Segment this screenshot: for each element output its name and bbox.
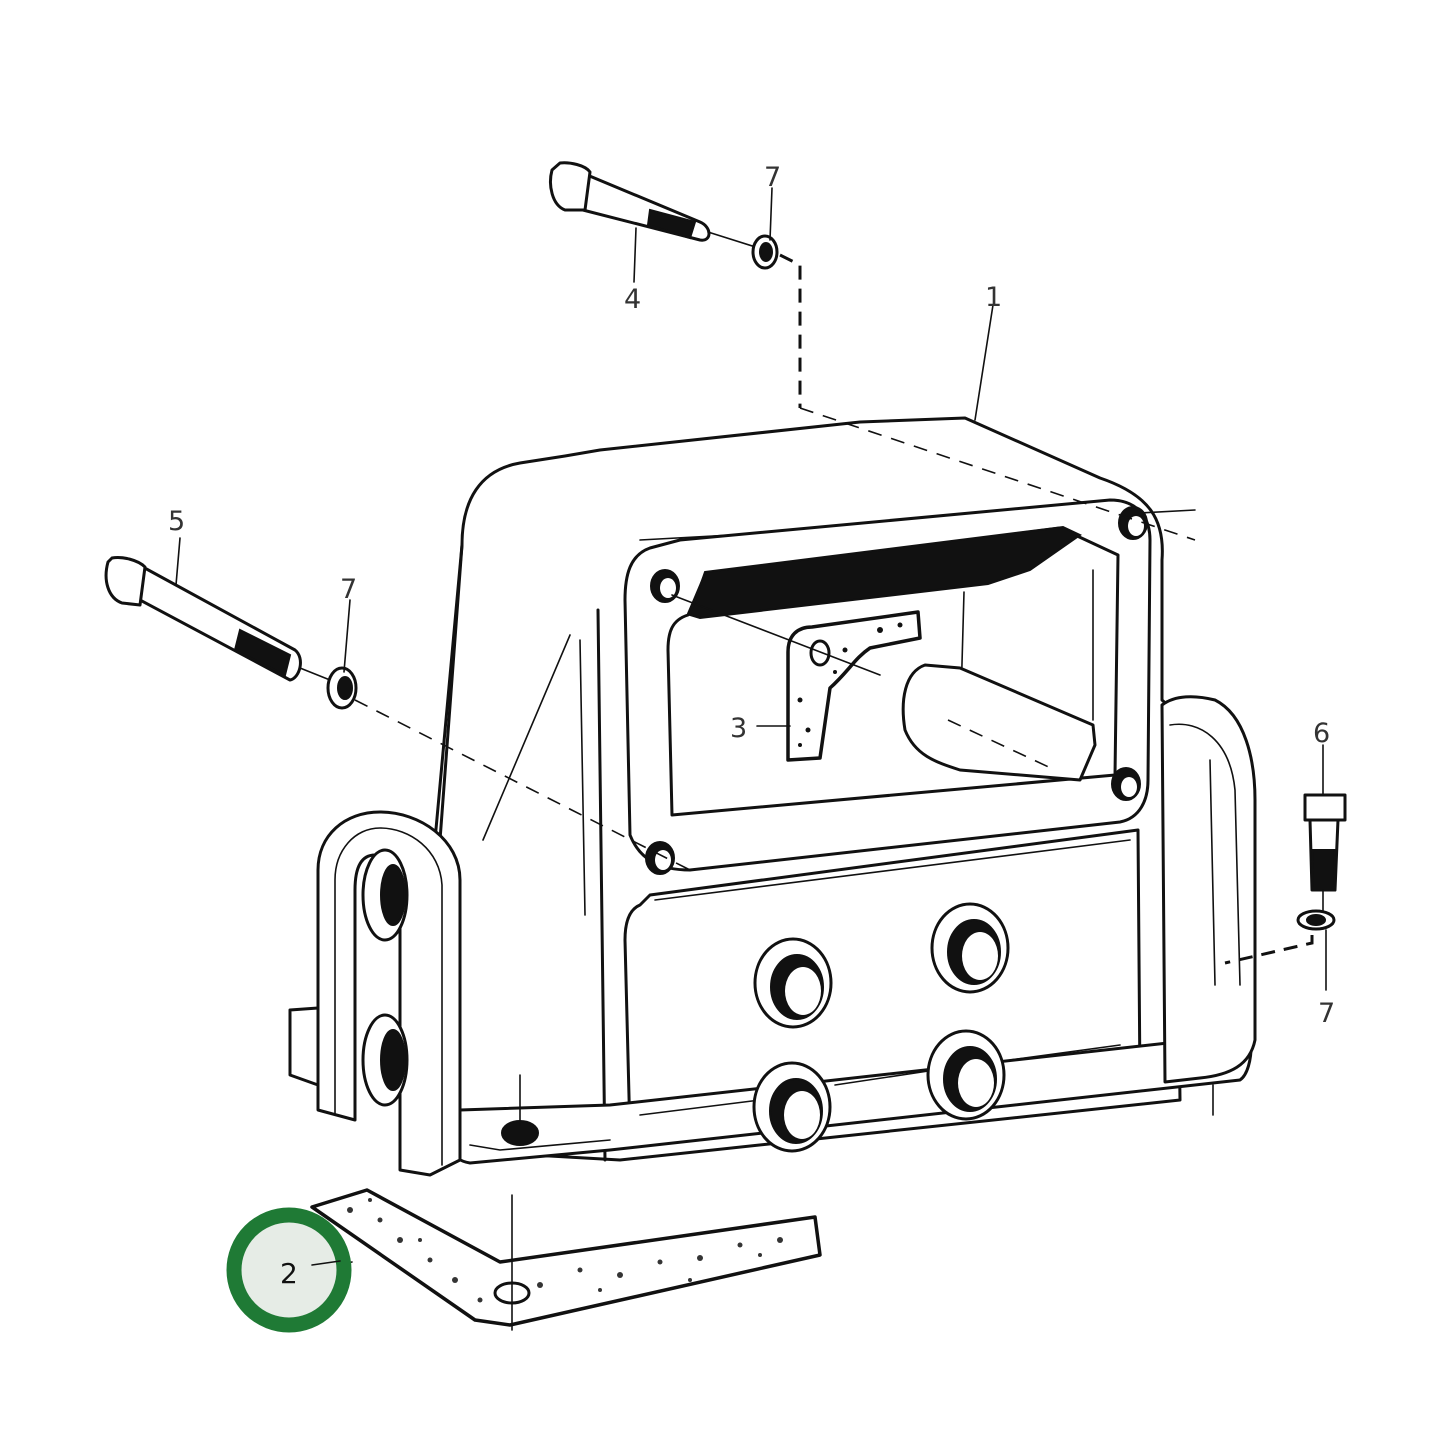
port-boss-lower-right	[926, 1029, 1006, 1121]
callout-4: 4	[624, 284, 641, 315]
callout-7-left: 7	[340, 574, 357, 605]
bolt-part-5[interactable]	[104, 556, 331, 682]
port-boss-upper-left	[753, 937, 833, 1029]
port-boss-lower-left	[752, 1061, 832, 1153]
washer-part-7-right[interactable]	[1296, 909, 1336, 931]
highlighted-callout-2[interactable]: 2	[226, 1207, 352, 1333]
right-bracket	[1160, 695, 1257, 1084]
gasket-part-3[interactable]	[671, 594, 922, 762]
callout-6: 6	[1313, 718, 1330, 749]
callout-1: 1	[985, 282, 1002, 313]
housing-part-1[interactable]	[288, 416, 1257, 1177]
callout-5: 5	[168, 506, 185, 537]
left-u-bracket	[288, 810, 462, 1177]
highlight-ring	[226, 1207, 352, 1333]
port-boss-upper-right	[930, 902, 1010, 994]
bolt-part-6[interactable]	[1303, 793, 1347, 911]
callout-3: 3	[730, 713, 747, 744]
callout-7-right: 7	[1318, 998, 1335, 1029]
washer-part-7-left[interactable]	[326, 666, 358, 710]
bolt-part-4[interactable]	[549, 161, 766, 251]
gasket-part-2[interactable]	[310, 1188, 822, 1331]
callout-2: 2	[280, 1257, 298, 1290]
washer-part-7-upper[interactable]	[751, 234, 779, 270]
callout-7-upper: 7	[764, 162, 781, 193]
